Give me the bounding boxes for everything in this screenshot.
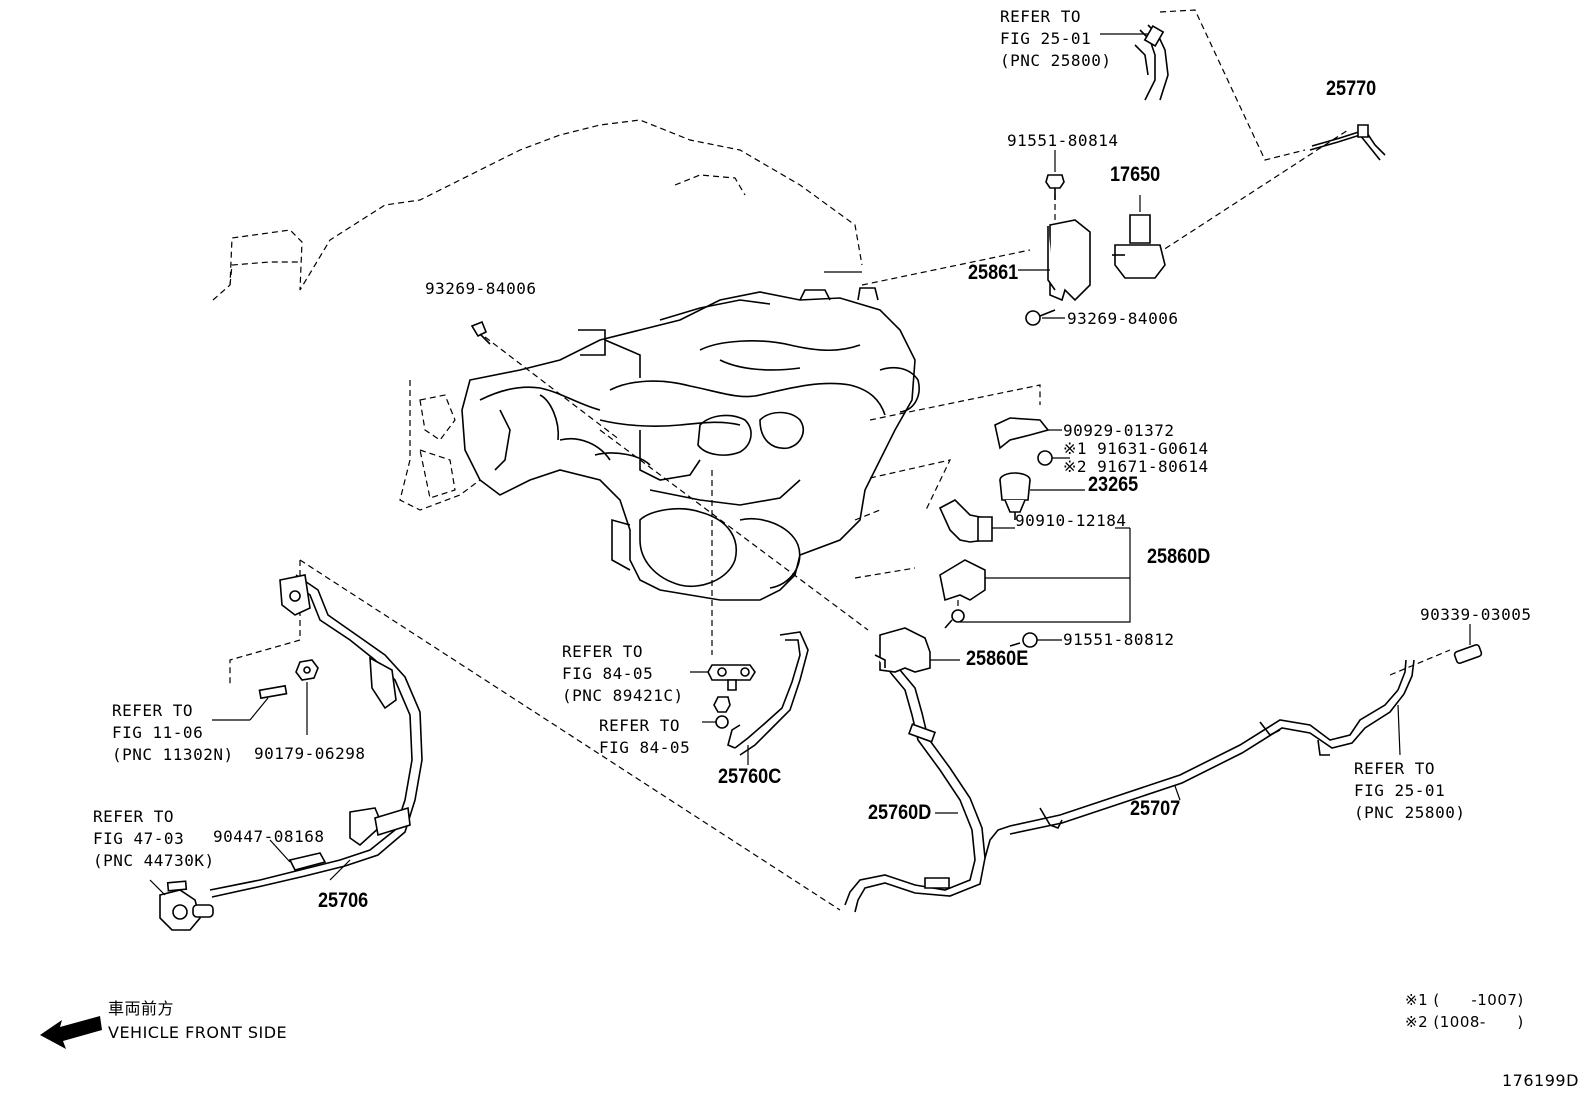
part-label-25860E[interactable]: 25860E xyxy=(966,647,1029,670)
part-label-25861[interactable]: 25861 xyxy=(968,261,1019,284)
part-label-91551-80814[interactable]: 91551-80814 xyxy=(1007,131,1119,150)
engine-outline xyxy=(213,120,862,510)
part-label-25860D[interactable]: 25860D xyxy=(1147,545,1211,568)
pipe-25707 xyxy=(1010,660,1414,834)
part-label-91551-80812[interactable]: 91551-80812 xyxy=(1063,630,1175,649)
part-label-17650[interactable]: 17650 xyxy=(1110,163,1161,186)
bolt-93269-left xyxy=(472,322,490,344)
part-label-90179[interactable]: 90179-06298 xyxy=(254,744,366,763)
part-label-91671[interactable]: ※2 91671-80614 xyxy=(1063,457,1209,476)
part-label-23265[interactable]: 23265 xyxy=(1088,473,1139,496)
diagram-id: 176199D xyxy=(1502,1071,1579,1090)
part-label-25770[interactable]: 25770 xyxy=(1326,77,1377,100)
part-label-90447[interactable]: 90447-08168 xyxy=(213,827,325,846)
refer-fig84-05[interactable]: REFER TO FIG 84-05 xyxy=(599,716,691,757)
front-label-english: VEHICLE FRONT SIDE xyxy=(108,1023,288,1042)
top-connector xyxy=(1100,25,1168,100)
refer-fig47-03[interactable]: REFER TO FIG 47-03 (PNC 44730K) xyxy=(93,807,215,870)
part-90929 xyxy=(995,418,1062,448)
note-1: ※1 ( -1007) xyxy=(1405,991,1524,1009)
hose-25760D xyxy=(845,670,1010,912)
dashed-leaders xyxy=(230,10,1450,910)
fitting-fig84 xyxy=(702,697,748,765)
part-label-93269-right[interactable]: 93269-84006 xyxy=(1067,309,1179,328)
part-label-25760C[interactable]: 25760C xyxy=(718,765,782,788)
part-label-25707[interactable]: 25707 xyxy=(1130,797,1181,820)
part-label-90339[interactable]: 90339-03005 xyxy=(1420,605,1532,624)
note-2: ※2 (1008- ) xyxy=(1405,1013,1524,1031)
bolt-91551-80812 xyxy=(1010,633,1062,647)
engine-block xyxy=(462,288,919,600)
part-label-91631[interactable]: ※1 91631-G0614 xyxy=(1063,439,1209,458)
clip-90447 xyxy=(270,840,325,870)
front-arrow xyxy=(40,1016,102,1049)
part-label-93269-left[interactable]: 93269-84006 xyxy=(425,279,537,298)
bolt-91551-80814 xyxy=(1046,150,1064,200)
map-sensor-fig84 xyxy=(690,665,755,690)
gauge-fig47 xyxy=(150,880,213,930)
part-label-90929[interactable]: 90929-01372 xyxy=(1063,421,1175,440)
part-25770 xyxy=(1310,125,1385,160)
part-label-25760D[interactable]: 25760D xyxy=(868,801,932,824)
bolt-91631 xyxy=(1038,451,1070,465)
part-label-25706[interactable]: 25706 xyxy=(318,889,369,912)
part-25860D xyxy=(940,528,1130,622)
part-23265 xyxy=(1000,473,1085,520)
part-17650 xyxy=(1112,195,1165,278)
refer-fig11-06[interactable]: REFER TO FIG 11-06 (PNC 11302N) xyxy=(112,701,234,764)
part-25860E xyxy=(875,628,960,672)
refer-fig25-right[interactable]: REFER TO FIG 25-01 (PNC 25800) xyxy=(1354,759,1466,822)
part-90910 xyxy=(940,500,1015,542)
refer-fig84-05-pnc[interactable]: REFER TO FIG 84-05 (PNC 89421C) xyxy=(562,642,684,705)
front-label-japanese: 車両前方 xyxy=(108,999,175,1018)
bolt-25860D xyxy=(945,610,964,628)
refer-fig25-top[interactable]: REFER TO FIG 25-01 (PNC 25800) xyxy=(1000,7,1112,70)
stud-90179 xyxy=(212,686,286,720)
nut-90179 xyxy=(296,660,318,735)
bolt-93269-right xyxy=(1026,310,1065,325)
part-90339 xyxy=(1454,624,1483,664)
part-25861 xyxy=(1018,220,1090,300)
tube-25706 xyxy=(210,575,422,897)
part-label-90910[interactable]: 90910-12184 xyxy=(1015,511,1127,530)
hose-25760C xyxy=(728,632,808,755)
